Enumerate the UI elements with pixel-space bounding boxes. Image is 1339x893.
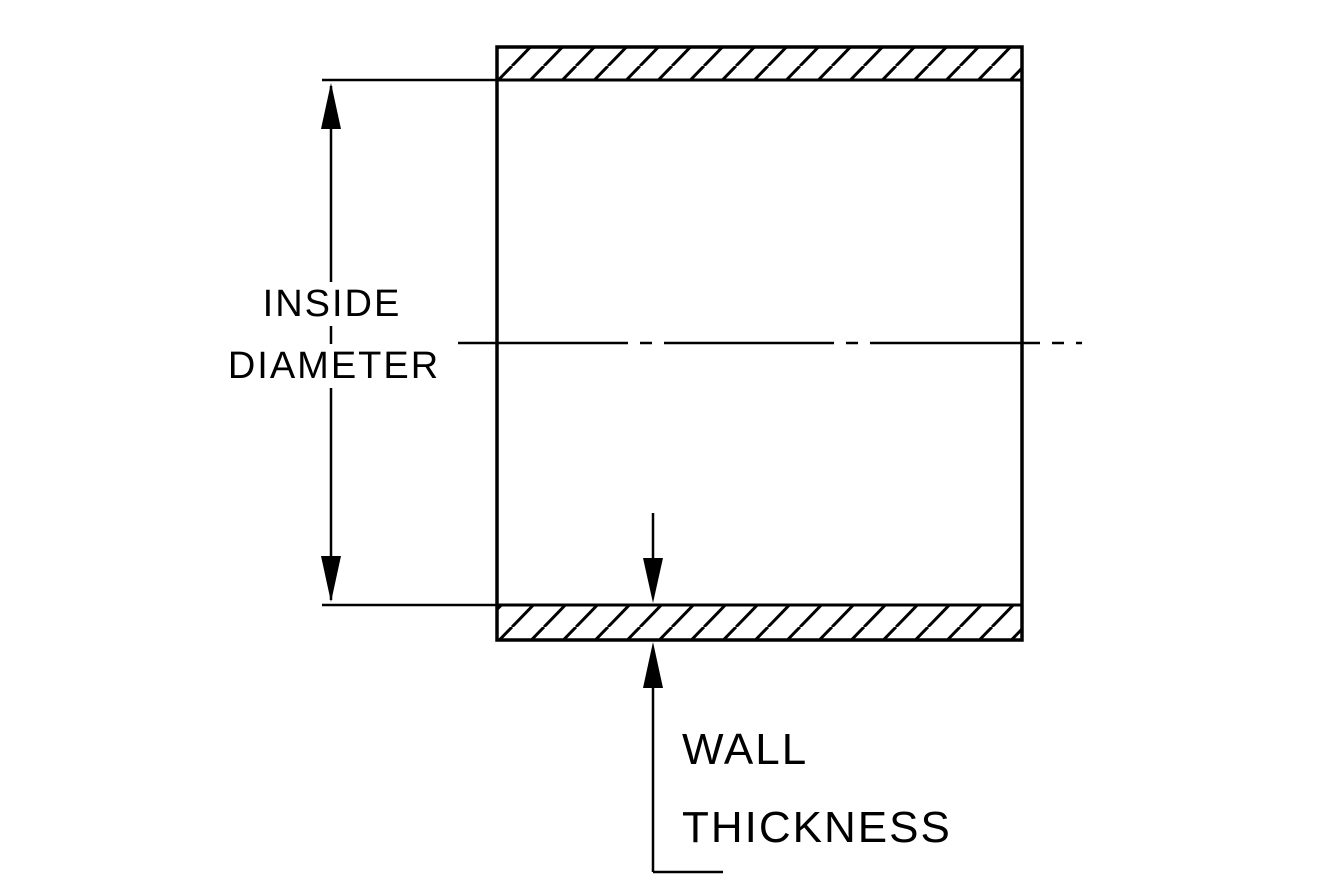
inside-diameter-label-line1: INSIDE [255, 282, 409, 326]
id-arrow-down [321, 556, 341, 602]
wall-thickness-label-line1: WALL [678, 726, 813, 774]
bottom-wall-section-hatch [497, 605, 1022, 640]
wt-arrow-up [643, 642, 663, 688]
wt-arrow-down [643, 558, 663, 603]
top-wall-section-hatch [497, 47, 1022, 80]
id-arrow-up [321, 83, 341, 129]
wall-thickness-label-line2: THICKNESS [678, 804, 956, 852]
inside-diameter-label-line2: DIAMETER [220, 344, 448, 388]
